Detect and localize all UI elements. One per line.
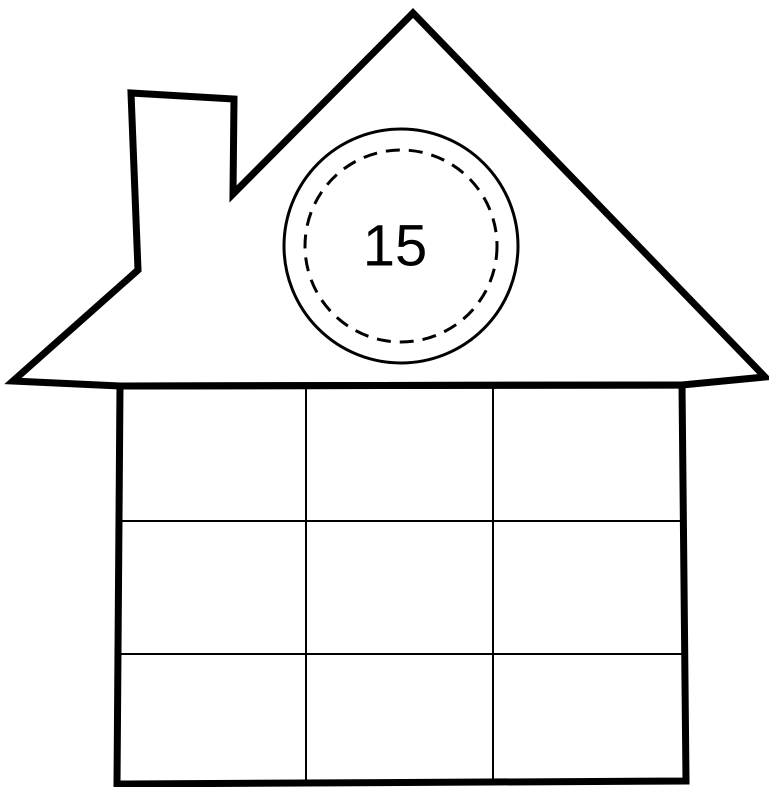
roof-number-badge: 15 bbox=[284, 129, 518, 363]
house-body-outline bbox=[117, 385, 686, 784]
roof-number: 15 bbox=[363, 213, 428, 278]
grid-lines bbox=[121, 387, 682, 782]
